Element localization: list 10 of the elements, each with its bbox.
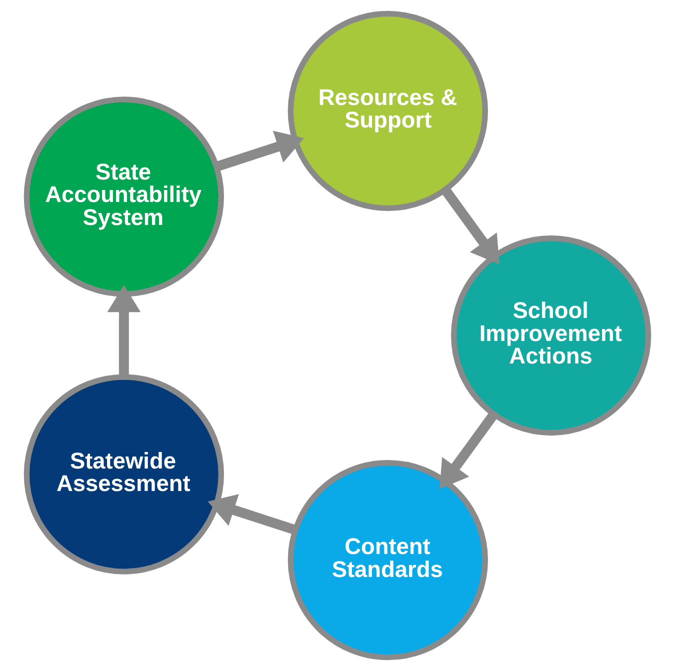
- node-circle: Resources & Support: [288, 10, 488, 212]
- node-circle: School Improvement Actions: [450, 235, 652, 436]
- arrow: [107, 284, 141, 377]
- node-circle: Content Standards: [288, 460, 488, 660]
- arrow: [440, 412, 498, 489]
- node-circle: State Accountability System: [24, 96, 224, 297]
- arrow: [441, 187, 500, 264]
- arrow: [215, 130, 304, 172]
- node-circle: Statewide Assessment: [24, 374, 224, 574]
- arrow: [208, 494, 297, 535]
